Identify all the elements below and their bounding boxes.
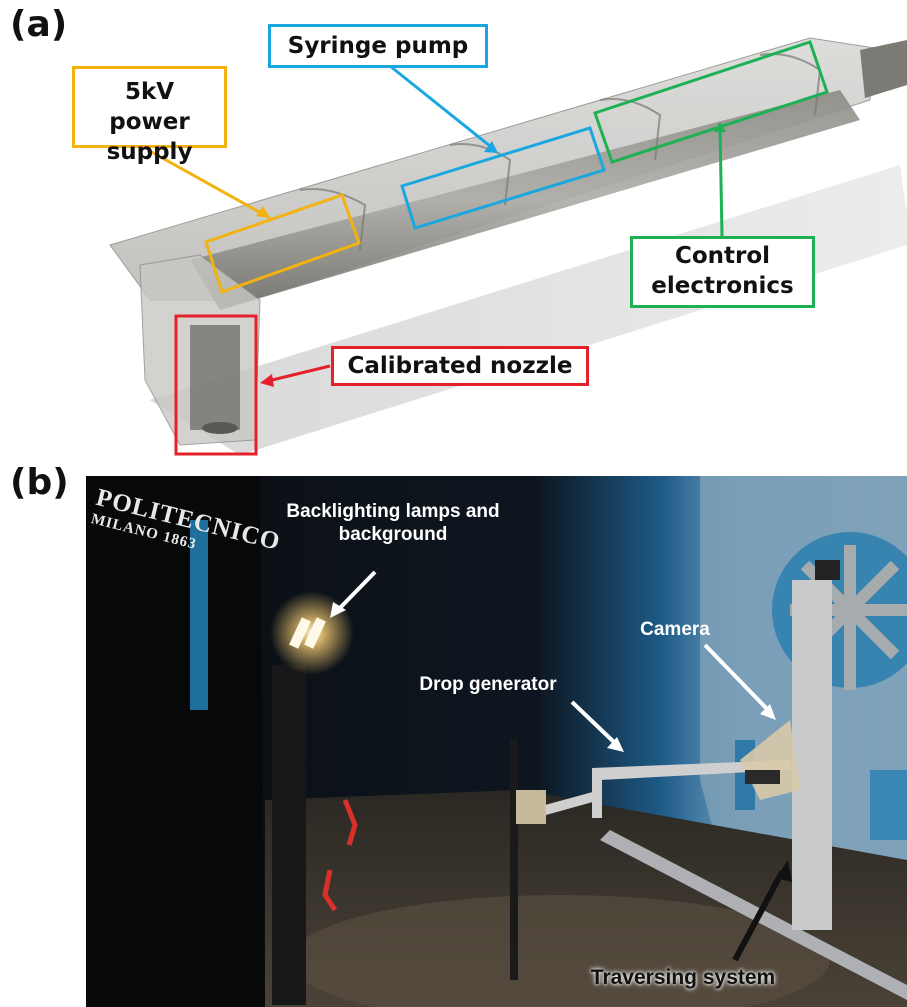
camera-tower — [792, 580, 832, 930]
calibrated-nozzle-callout: Calibrated nozzle — [331, 346, 589, 386]
traversing-rail — [600, 830, 907, 1000]
control-electronics-callout: Control electronics — [630, 236, 815, 308]
syringe-pump-arrow — [389, 64, 496, 152]
traversing-system-label: Traversing system — [590, 966, 776, 989]
panel-a-annotations — [147, 40, 829, 456]
calibrated-nozzle-frame — [174, 314, 258, 456]
wing-spar-tube — [190, 90, 860, 310]
panel-a-label: (a) — [10, 4, 68, 45]
panel-b-label: (b) — [10, 462, 69, 503]
calibrated-nozzle-arrow — [267, 364, 331, 383]
syringe-pump-frame — [400, 126, 606, 230]
syringe-pump-callout: Syringe pump — [268, 24, 488, 68]
power-supply-callout: 5kV power supply — [72, 66, 227, 165]
drop-generator-box — [516, 790, 546, 824]
control-electronics-arrow — [718, 127, 724, 237]
backlighting-label: Backlighting lamps and background — [286, 501, 500, 545]
lamp-stand — [272, 665, 306, 1005]
support-rod — [860, 40, 907, 98]
power-supply-arrow — [147, 148, 271, 220]
drop-generator-arm — [592, 760, 790, 780]
control-electronics-frame — [593, 40, 829, 164]
camera-label: Camera — [640, 619, 710, 640]
drop-generator-label: Drop generator — [419, 674, 557, 695]
power-supply-frame — [204, 193, 361, 294]
